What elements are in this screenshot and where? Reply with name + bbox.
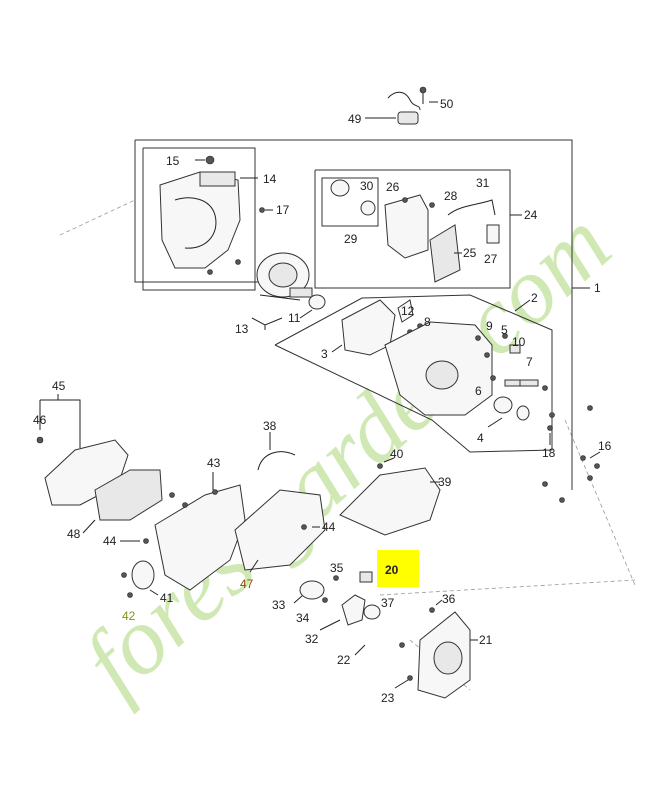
callout-18[interactable]: 18 [542,446,556,460]
callout-14[interactable]: 14 [263,172,277,186]
callout-21[interactable]: 21 [479,633,493,647]
callout-2[interactable]: 2 [531,291,538,305]
callout-36[interactable]: 36 [442,592,456,606]
assembly-frame [134,139,590,490]
callout-48[interactable]: 48 [67,527,81,541]
callout-49[interactable]: 49 [348,112,362,126]
flywheel-13 [251,252,326,330]
callout-42[interactable]: 42 [122,609,136,623]
ignition-lead-49 [365,86,438,125]
callout-17[interactable]: 17 [276,203,290,217]
callout-labels: 1 2 3 4 5 6 7 8 9 10 11 12 13 14 15 16 1… [33,97,612,705]
callout-43[interactable]: 43 [207,456,221,470]
bottom-plate-39 [339,457,441,536]
callout-10[interactable]: 10 [512,335,526,349]
callout-26[interactable]: 26 [386,180,400,194]
callout-22[interactable]: 22 [337,653,351,667]
callout-32[interactable]: 32 [305,632,319,646]
callout-5[interactable]: 5 [501,323,508,337]
callout-45[interactable]: 45 [52,379,66,393]
callout-20[interactable]: 20 [385,563,399,577]
screws-16 [542,405,601,503]
callout-25[interactable]: 25 [463,246,477,260]
air-filter-45 [36,394,163,534]
cover-47 [234,489,326,573]
callout-24[interactable]: 24 [524,208,538,222]
housing-43 [120,472,246,591]
oil-pump-group [293,571,443,656]
callout-44-right[interactable]: 44 [322,520,336,534]
hose-38 [257,432,296,471]
knob-41 [121,560,159,598]
callout-23[interactable]: 23 [381,691,395,705]
callout-40[interactable]: 40 [390,447,404,461]
callout-38[interactable]: 38 [263,419,277,433]
callout-4[interactable]: 4 [477,431,484,445]
callout-50[interactable]: 50 [440,97,454,111]
callout-11[interactable]: 11 [288,311,301,325]
highlight-box-20 [377,550,419,587]
callout-12[interactable]: 12 [401,304,415,318]
callout-7[interactable]: 7 [526,355,533,369]
callout-39[interactable]: 39 [438,475,452,489]
callout-47[interactable]: 47 [240,577,254,591]
callout-6[interactable]: 6 [475,384,482,398]
callout-13[interactable]: 13 [235,322,249,336]
cylinder-3 [331,299,423,356]
callout-33[interactable]: 33 [272,598,286,612]
intake-group-24 [330,179,522,283]
callout-15[interactable]: 15 [166,154,180,168]
clutch-cover-21 [394,611,478,699]
crankcase-2 [384,299,555,445]
callout-37[interactable]: 37 [381,596,395,610]
callout-30[interactable]: 30 [360,179,374,193]
callout-44-left[interactable]: 44 [103,534,117,548]
callout-16[interactable]: 16 [598,439,612,453]
callout-28[interactable]: 28 [444,189,458,203]
callout-34[interactable]: 34 [296,611,310,625]
callout-46[interactable]: 46 [33,413,47,427]
callout-3[interactable]: 3 [321,347,328,361]
callout-8[interactable]: 8 [424,315,431,329]
callout-29[interactable]: 29 [344,232,358,246]
fan-housing-14 [159,155,273,275]
callout-1[interactable]: 1 [594,281,601,295]
callout-31[interactable]: 31 [476,176,490,190]
callout-35[interactable]: 35 [330,561,344,575]
callout-27[interactable]: 27 [484,252,498,266]
callout-9[interactable]: 9 [486,319,493,333]
callout-41[interactable]: 41 [160,591,174,605]
